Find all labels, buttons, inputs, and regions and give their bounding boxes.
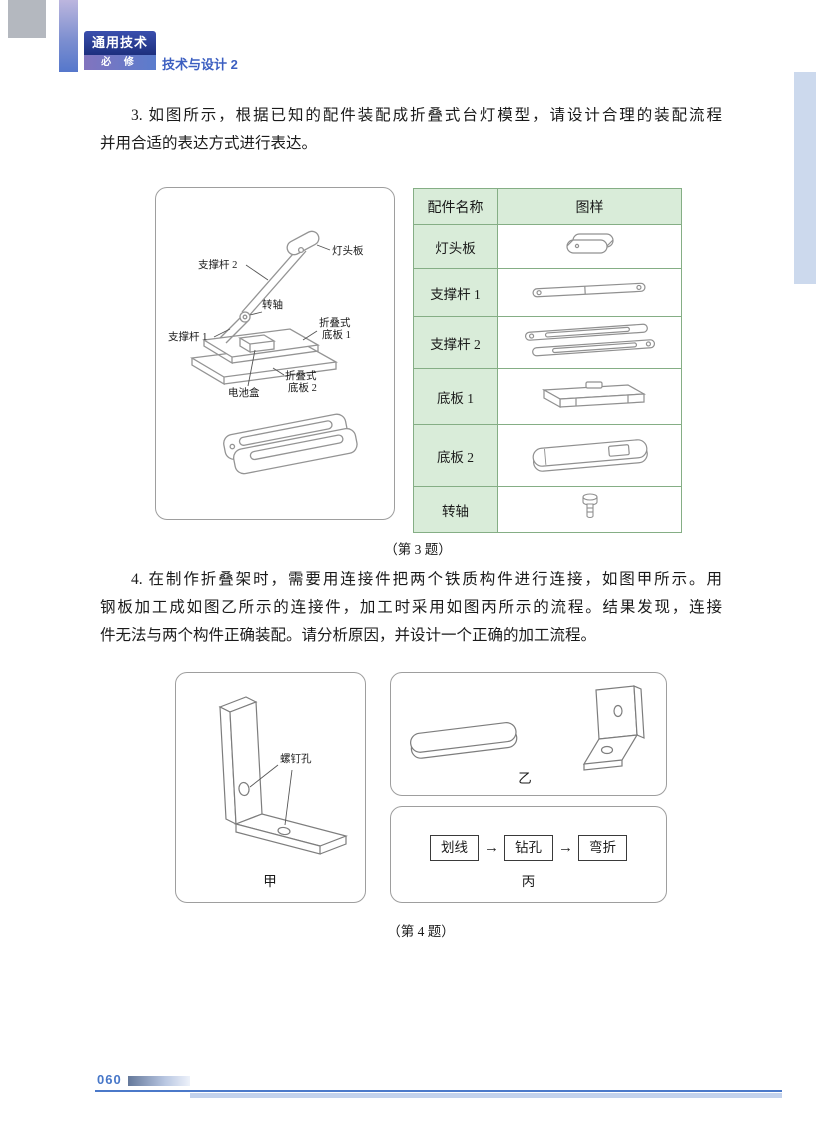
flow-step-marking: 划线 (430, 835, 479, 861)
part-drawing-cell (497, 224, 682, 269)
figure-yi-label: 乙 (518, 771, 532, 786)
question3-line: 3. 如图所示，根据已知的配件装配成折叠式台灯模型，请设计合理的装配流程 (131, 107, 722, 124)
flow-step-bending: 弯折 (578, 835, 627, 861)
question4-line: 4. 在制作折叠架时，需要用连接件把两个铁质构件进行连接，如图甲所示。用 (131, 571, 722, 588)
label-screw-hole: 螺钉孔 (280, 752, 312, 765)
question4-caption: （第 4 题） (387, 924, 455, 939)
support-rod-1-drawing (531, 282, 646, 298)
leader-lines (249, 764, 293, 826)
part-drawing-cell (497, 316, 682, 369)
part-name: 支撑杆 2 (413, 316, 498, 369)
leader-lines (213, 244, 331, 387)
label-battery-box: 电池盒 (228, 386, 260, 399)
part-name: 底板 1 (413, 368, 498, 425)
part-drawing-cell (497, 268, 682, 317)
subject-badge-title: 通用技术 (84, 31, 156, 55)
table-row: 支撑杆 1 (413, 268, 682, 317)
lamp-diagram-panel: 支撑杆 2 灯头板 转轴 支撑杆 1 折叠式 底板 1 电池盒 折叠式 底板 2 (155, 187, 395, 520)
footer-band (190, 1093, 782, 1098)
base-plate-2-drawing (532, 439, 648, 472)
label-shaft: 转轴 (262, 298, 283, 311)
course-title: 技术与设计 2 (162, 57, 238, 72)
part-name: 支撑杆 1 (413, 268, 498, 317)
figure-bing-panel: 划线 → 钻孔 → 弯折 丙 (390, 806, 667, 903)
process-flowchart: 划线 → 钻孔 → 弯折 (391, 835, 666, 861)
figure-yi-panel: 乙 (390, 672, 667, 796)
base-plate-1-drawing (541, 381, 646, 409)
part-name: 转轴 (413, 486, 498, 533)
question4-line: 钢板加工成如图乙所示的连接件，加工时采用如图丙所示的流程。结果发现，连接 (100, 599, 722, 616)
header-vertical-bar (59, 0, 78, 72)
angle-connector-drawing (582, 685, 645, 771)
parts-table: 配件名称 图样 灯头板 (413, 188, 682, 533)
support-rod-2-drawing (524, 323, 655, 357)
label-folding-base-2-line1: 折叠式 (285, 369, 317, 382)
assembled-lamp-drawing (190, 230, 339, 386)
table-row: 转轴 (413, 486, 682, 533)
shaft-drawing (581, 493, 598, 519)
label-lamp-head-board: 灯头板 (332, 244, 364, 257)
label-folding-base-1-line2: 底板 1 (322, 328, 351, 341)
table-row: 支撑杆 2 (413, 316, 682, 369)
question4-line: 件无法与两个构件正确装配。请分析原因，并设计一个正确的加工流程。 (100, 627, 597, 644)
subject-badge-level: 必 修 (84, 55, 156, 70)
arrow-right-icon: → (558, 840, 573, 856)
label-support-rod-1: 支撑杆 1 (168, 330, 207, 343)
table-row: 底板 2 (413, 424, 682, 487)
part-drawing-cell (497, 486, 682, 533)
parts-table-header-row: 配件名称 图样 (413, 188, 682, 225)
col-header-part-name: 配件名称 (413, 188, 498, 225)
flow-step-drilling: 钻孔 (504, 835, 553, 861)
question3-line: 并用合适的表达方式进行表达。 (100, 135, 318, 152)
figure-bing-label: 丙 (521, 874, 536, 889)
table-row: 灯头板 (413, 224, 682, 269)
l-bracket-drawing (218, 696, 348, 855)
footer-line (95, 1090, 782, 1092)
arrow-right-icon: → (484, 840, 499, 856)
part-drawing-cell (497, 368, 682, 425)
label-support-rod-2: 支撑杆 2 (198, 258, 237, 271)
part-name: 灯头板 (413, 224, 498, 269)
folded-lamp-drawing (223, 413, 358, 475)
part-drawing-cell (497, 424, 682, 487)
question4-text: 4. 在制作折叠架时，需要用连接件把两个铁质构件进行连接，如图甲所示。用 钢板加… (100, 566, 722, 650)
label-folding-base-2-line2: 底板 2 (288, 381, 317, 394)
label-folding-base-1-line1: 折叠式 (319, 316, 351, 329)
table-row: 底板 1 (413, 368, 682, 425)
part-name: 底板 2 (413, 424, 498, 487)
figure-jia-panel: 螺钉孔 甲 (175, 672, 366, 903)
figure-jia-drawing: 螺钉孔 甲 (218, 696, 348, 889)
lamp-head-board-drawing (565, 233, 614, 254)
subject-badge: 通用技术 必 修 (84, 31, 156, 70)
oval-plate-drawing (410, 722, 518, 759)
question3-text: 3. 如图所示，根据已知的配件装配成折叠式台灯模型，请设计合理的装配流程 并用合… (100, 102, 722, 158)
question3-caption: （第 3 题） (384, 542, 452, 557)
lamp-diagram: 支撑杆 2 灯头板 转轴 支撑杆 1 折叠式 底板 1 电池盒 折叠式 底板 2 (168, 230, 364, 475)
corner-decoration (8, 0, 46, 38)
footer-gradient-bar (128, 1076, 190, 1086)
figure-jia-label: 甲 (263, 874, 277, 889)
col-header-drawing: 图样 (497, 188, 682, 225)
page-number: 060 (97, 1072, 122, 1087)
figure-yi-drawing: 乙 (410, 685, 645, 786)
right-edge-bar (794, 72, 816, 284)
